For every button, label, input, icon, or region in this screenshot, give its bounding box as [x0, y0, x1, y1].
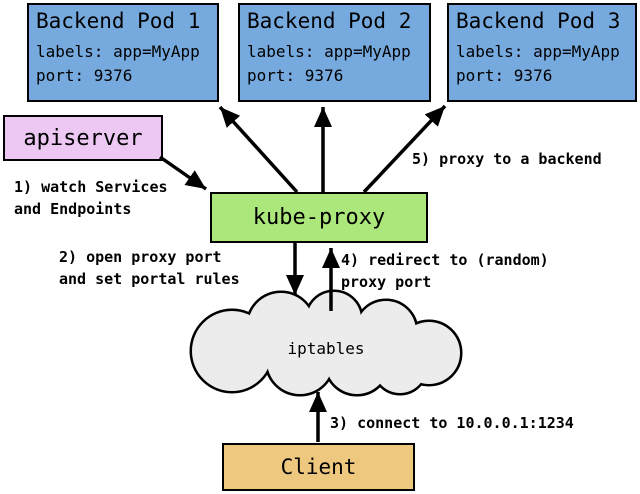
annotation-step3-connect: 3) connect to 10.0.0.1:1234 [330, 414, 574, 432]
kube-proxy-label: kube-proxy [252, 205, 386, 230]
pod-3-port: port: 9376 [456, 66, 553, 85]
kube-proxy-box: kube-proxy [210, 192, 428, 243]
pod-1-title: Backend Pod 1 [36, 9, 201, 33]
annotation-step1-watch-services: 1) watch Services and Endpoints [14, 178, 168, 218]
pod-2-port: port: 9376 [247, 66, 344, 85]
iptables-label: iptables [287, 339, 365, 358]
backend-pod-1-box: Backend Pod 1 labels: app=MyApp port: 93… [27, 3, 219, 102]
annotation-step2-open-proxy-port: 2) open proxy port and set portal rules [59, 248, 240, 288]
pod-2-labels: labels: app=MyApp [247, 42, 411, 61]
pod-3-labels: labels: app=MyApp [456, 42, 620, 61]
annotation-step4-redirect: 4) redirect to (random) proxy port [341, 251, 549, 291]
pod-1-port: port: 9376 [36, 66, 133, 85]
backend-pod-3-box: Backend Pod 3 labels: app=MyApp port: 93… [447, 3, 637, 102]
apiserver-label: apiserver [23, 125, 143, 151]
pod-2-title: Backend Pod 2 [247, 9, 412, 33]
backend-pod-2-box: Backend Pod 2 labels: app=MyApp port: 93… [238, 3, 431, 102]
client-label: Client [280, 455, 357, 479]
arrow-proxy-to-pod-1 [218, 105, 299, 194]
client-box: Client [222, 443, 415, 491]
annotation-step5-proxy-backend: 5) proxy to a backend [412, 150, 602, 168]
pod-3-title: Backend Pod 3 [456, 9, 621, 33]
apiserver-box: apiserver [3, 115, 163, 161]
pod-1-labels: labels: app=MyApp [36, 42, 200, 61]
